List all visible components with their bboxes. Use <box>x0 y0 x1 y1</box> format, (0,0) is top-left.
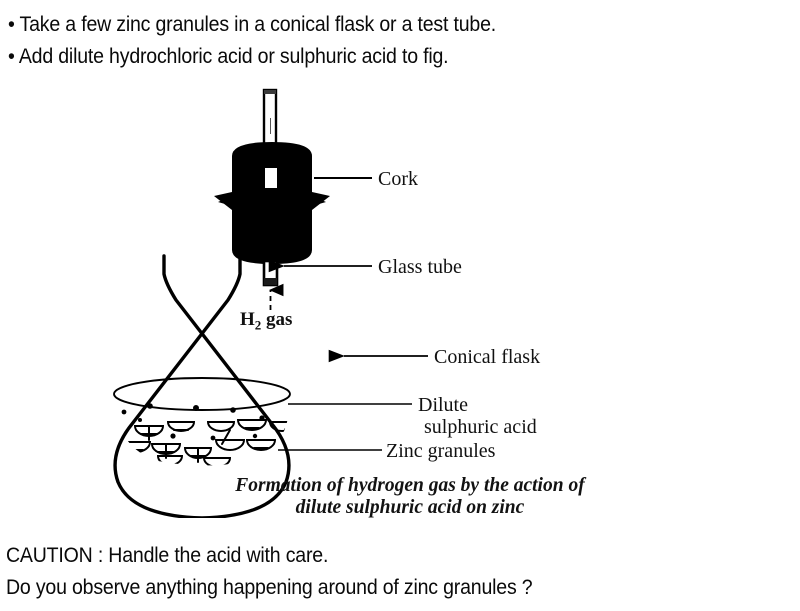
liquid-surface <box>113 377 291 411</box>
caution-text: CAUTION : Handle the acid with care. <box>6 544 329 567</box>
cork-stopper <box>214 142 330 264</box>
label-glass-tube: Glass tube <box>378 256 462 278</box>
h2-gas-label-h: H <box>240 309 255 330</box>
h2-gas-label-suffix: gas <box>261 309 292 330</box>
label-zinc-granules: Zinc granules <box>386 440 496 462</box>
question-text: Do you observe anything happening around… <box>6 576 533 599</box>
flask-diagram-svg: H2 gas <box>113 88 540 518</box>
label-cork: Cork <box>378 168 418 190</box>
h2-gas-label-subscript: 2 <box>255 318 262 333</box>
figure-caption-line-2: dilute sulphuric acid on zinc <box>295 497 525 518</box>
zinc-granules-group <box>120 403 292 466</box>
instruction-line-2: • Add dilute hydrochloric acid or sulphu… <box>8 45 449 68</box>
h2-gas-label: H2 gas <box>240 309 292 333</box>
experiment-figure: H2 gas <box>0 78 680 518</box>
conical-flask-outline <box>113 254 291 518</box>
glass-tube-lower <box>262 259 279 287</box>
instruction-line-1: • Take a few zinc granules in a conical … <box>8 13 496 36</box>
figure-caption-line-1: Formation of hydrogen gas by the action … <box>235 475 585 496</box>
label-dilute: Dilute <box>418 394 468 416</box>
bubbles <box>121 403 288 441</box>
glass-tube-upper <box>262 88 278 158</box>
label-conical-flask: Conical flask <box>434 346 540 368</box>
label-sulphuric-acid: sulphuric acid <box>424 416 537 438</box>
cork-highlight <box>265 168 277 188</box>
